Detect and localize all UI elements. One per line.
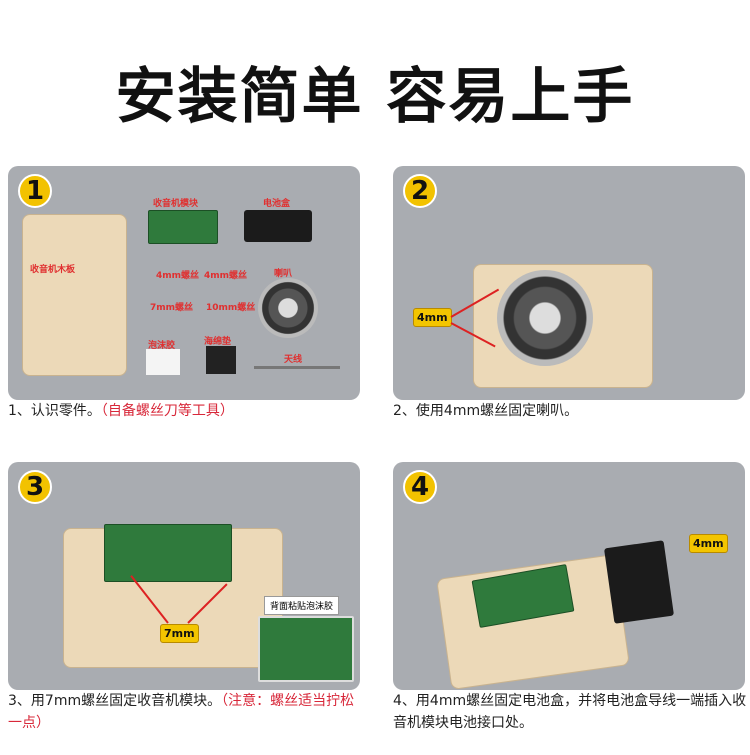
- screw-tag: 7mm: [160, 624, 199, 643]
- battery-box: [244, 210, 312, 242]
- step-number-badge: 4: [403, 470, 437, 504]
- step-3-photo: 3 7mm 背面粘贴泡沫胶: [8, 462, 360, 690]
- caption-text: 1、认识零件。: [8, 403, 101, 419]
- speaker: [258, 278, 318, 338]
- step-number-badge: 2: [403, 174, 437, 208]
- part-label: 喇叭: [274, 269, 293, 279]
- part-label: 收音机木板: [30, 265, 76, 275]
- part-label: 10mm螺丝: [206, 303, 256, 313]
- inset-photo: [258, 616, 354, 682]
- radio-module: [104, 524, 232, 582]
- step-2-caption: 2、使用4mm螺丝固定喇叭。: [393, 403, 579, 419]
- step-1-photo: 1 收音机木板 收音机模块 电池盒 4mm螺丝 4mm螺丝 7mm螺丝 10mm…: [8, 166, 360, 400]
- screw-tag: 4mm: [413, 308, 452, 327]
- antenna: [254, 366, 340, 369]
- step-number-badge: 3: [18, 470, 52, 504]
- part-label: 7mm螺丝: [150, 303, 194, 313]
- step-4-caption: 4、用4mm螺丝固定电池盒，并将电池盒导线一端插入收音机模块电池接口处。: [393, 693, 747, 731]
- battery-box: [604, 540, 674, 624]
- part-label: 4mm螺丝: [156, 271, 200, 281]
- part-label: 电池盒: [263, 199, 291, 209]
- caption-note: （自备螺丝刀等工具）: [100, 403, 234, 419]
- screw-tag: 4mm: [689, 534, 728, 553]
- step-4-photo: 4 4mm: [393, 462, 745, 690]
- radio-module: [148, 210, 218, 244]
- caption-note: （注意：螺丝适当拧松一点）: [8, 693, 355, 731]
- speaker: [497, 270, 593, 366]
- part-label: 天线: [284, 355, 303, 365]
- inset-label: 背面粘贴泡沫胶: [264, 596, 340, 615]
- foam-tape: [146, 349, 180, 375]
- sponge-pad: [206, 346, 236, 374]
- caption-text: 3、用7mm螺丝固定收音机模块。: [8, 693, 222, 709]
- page-title: 安装简单 容易上手: [115, 62, 635, 132]
- step-3-caption: 3、用7mm螺丝固定收音机模块。（注意：螺丝适当拧松一点）: [8, 690, 363, 734]
- part-label: 4mm螺丝: [204, 271, 248, 281]
- part-label: 收音机模块: [153, 199, 199, 209]
- part-label: 泡沫胶: [148, 341, 176, 351]
- wood-board: [22, 214, 127, 376]
- part-label: 海绵垫: [204, 337, 232, 347]
- step-1-caption: 1、认识零件。（自备螺丝刀等工具）: [8, 400, 234, 422]
- step-2-photo: 2 4mm: [393, 166, 745, 400]
- step-number-badge: 1: [18, 174, 52, 208]
